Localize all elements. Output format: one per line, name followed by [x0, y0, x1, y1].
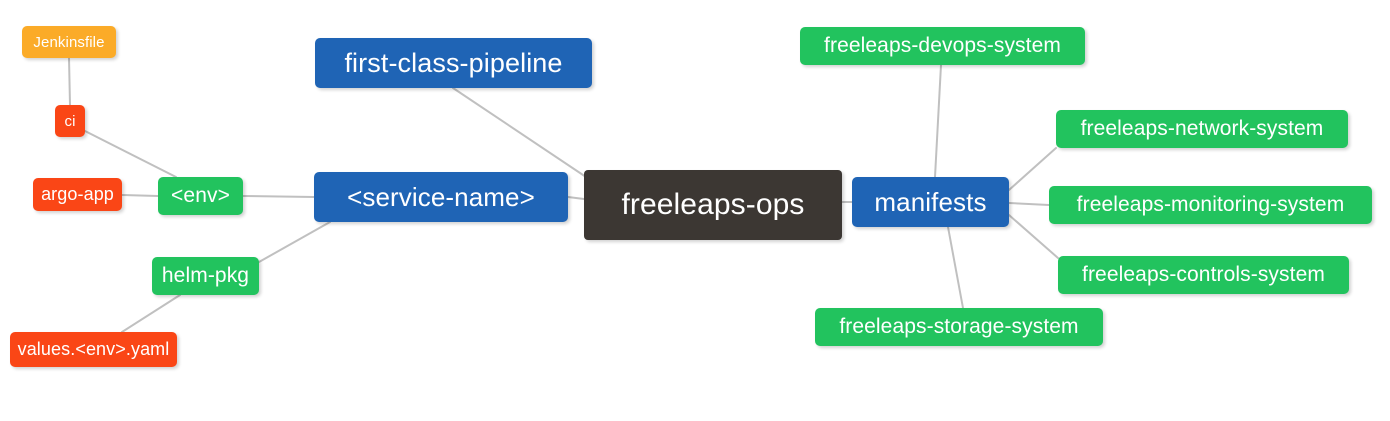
node-label: manifests: [874, 186, 987, 217]
node-freeleaps-ops[interactable]: freeleaps-ops: [584, 170, 842, 240]
node-label: freeleaps-storage-system: [839, 315, 1079, 338]
node-freeleaps-network-system[interactable]: freeleaps-network-system: [1056, 110, 1348, 148]
node-freeleaps-devops-system[interactable]: freeleaps-devops-system: [800, 27, 1085, 65]
node-label: ci: [64, 112, 76, 130]
node-label: freeleaps-controls-system: [1082, 263, 1325, 286]
node-first-class-pipeline[interactable]: first-class-pipeline: [315, 38, 592, 88]
node-label: freeleaps-devops-system: [824, 34, 1061, 57]
node-label: Jenkinsfile: [33, 33, 105, 51]
edge-ci-to-jenkinsfile: [68, 57, 71, 106]
edge-helm-pkg-to-values-yaml: [121, 294, 181, 333]
node-argo-app[interactable]: argo-app: [33, 178, 122, 211]
edge-env-to-argo-app: [121, 194, 159, 197]
node-freeleaps-monitoring-system[interactable]: freeleaps-monitoring-system: [1049, 186, 1372, 224]
edge-manifests-to-freeleaps-monitoring-system: [1008, 202, 1050, 206]
node-service-name[interactable]: <service-name>: [314, 172, 568, 222]
node-label: <service-name>: [347, 181, 535, 212]
node-label: helm-pkg: [161, 264, 250, 287]
node-helm-pkg[interactable]: helm-pkg: [152, 257, 259, 295]
node-label: argo-app: [41, 184, 114, 204]
node-ci[interactable]: ci: [55, 105, 85, 137]
node-manifests[interactable]: manifests: [852, 177, 1009, 227]
edge-service-name-to-helm-pkg: [258, 221, 331, 263]
node-label: freeleaps-ops: [621, 188, 805, 221]
node-values-yaml[interactable]: values.<env>.yaml: [10, 332, 177, 367]
node-freeleaps-controls-system[interactable]: freeleaps-controls-system: [1058, 256, 1349, 294]
node-jenkinsfile[interactable]: Jenkinsfile: [22, 26, 116, 58]
edge-manifests-to-freeleaps-network-system: [1008, 147, 1057, 191]
edge-service-name-to-env: [242, 195, 315, 198]
node-label: <env>: [171, 184, 230, 207]
node-label: first-class-pipeline: [344, 47, 563, 78]
node-env[interactable]: <env>: [158, 177, 243, 215]
edge-freeleaps-ops-to-service-name: [567, 196, 585, 200]
node-freeleaps-storage-system[interactable]: freeleaps-storage-system: [815, 308, 1103, 346]
node-label: freeleaps-network-system: [1080, 117, 1324, 140]
edge-manifests-to-freeleaps-devops-system: [934, 64, 942, 178]
edge-manifests-to-freeleaps-storage-system: [947, 226, 964, 309]
node-label: values.<env>.yaml: [17, 339, 170, 359]
node-label: freeleaps-monitoring-system: [1076, 193, 1345, 216]
edge-env-to-ci: [84, 130, 177, 178]
edge-freeleaps-ops-to-first-class-pipeline: [452, 87, 593, 182]
